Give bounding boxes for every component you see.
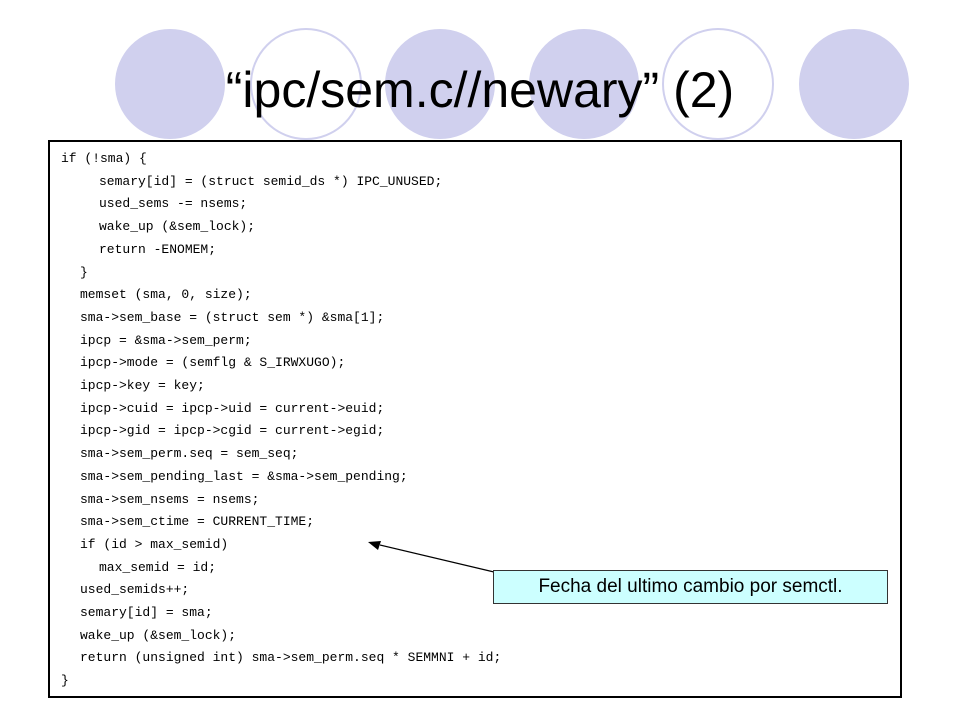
callout-arrow-line (379, 544, 495, 573)
decor-circle-3 (385, 29, 495, 139)
decor-circle-4 (529, 29, 639, 139)
code-line: if (!sma) { (61, 151, 147, 166)
code-line: used_sems -= nsems; (99, 196, 248, 212)
code-line: sma->sem_ctime = CURRENT_TIME; (80, 514, 315, 530)
code-line: semary[id] = (struct semid_ds *) IPC_UNU… (99, 173, 443, 189)
code-line: ipcp->cuid = ipcp->uid = current->euid; (80, 400, 385, 416)
code-line: memset (sma, 0, size); (80, 287, 252, 303)
code-line: sma->sem_pending_last = &sma->sem_pendin… (80, 468, 408, 484)
code-line: } (61, 673, 69, 689)
callout-arrow-head (368, 541, 381, 550)
code-line: return (unsigned int) sma->sem_perm.seq … (80, 650, 502, 666)
code-line: wake_up (&sem_lock); (80, 627, 237, 643)
decor-circle-2 (250, 28, 362, 140)
code-line: if (id > max_semid) (80, 536, 229, 552)
code-line: wake_up (&sem_lock); (99, 219, 256, 235)
code-line: sma->sem_perm.seq = sem_seq; (80, 446, 299, 462)
slide-title: “ipc/sem.c//newary” (2) (225, 62, 735, 118)
title-decoration (115, 28, 909, 140)
callout-note: Fecha del ultimo cambio por semctl. (493, 570, 888, 604)
code-line: used_semids++; (80, 582, 190, 598)
decor-circle-1 (115, 29, 225, 139)
decor-circle-5 (662, 28, 774, 140)
code-line: } (80, 264, 88, 280)
code-line: return -ENOMEM; (99, 241, 217, 257)
code-line: ipcp->mode = (semflg & S_IRWXUGO); (80, 355, 346, 371)
code-line: max_semid = id; (99, 559, 217, 575)
code-box: if (!sma) { semary[id] = (struct semid_ds… (48, 140, 902, 698)
code-line: sma->sem_nsems = nsems; (80, 491, 260, 507)
code-line: ipcp = &sma->sem_perm; (80, 332, 252, 348)
decor-circle-6 (799, 29, 909, 139)
code-line: ipcp->gid = ipcp->cgid = current->egid; (80, 423, 385, 439)
code-line: ipcp->key = key; (80, 378, 205, 393)
code-line: semary[id] = sma; (80, 605, 213, 620)
code-line: sma->sem_base = (struct sem *) &sma[1]; (80, 309, 385, 325)
